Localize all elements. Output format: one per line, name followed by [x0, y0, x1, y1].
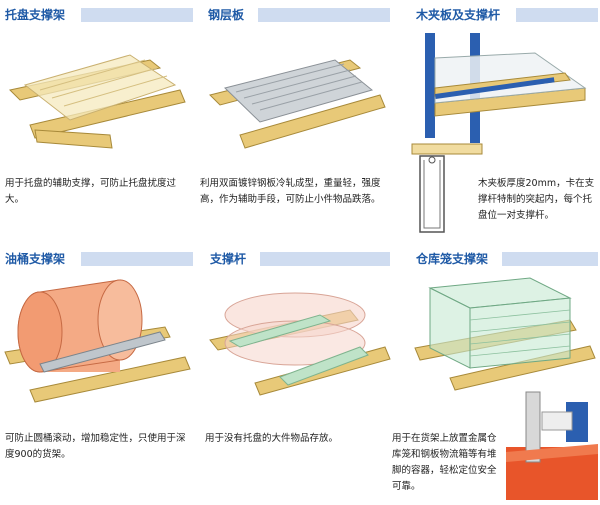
support-bar-illustration — [209, 292, 391, 396]
section-header-steel-shelf: 钢层板 — [208, 6, 393, 24]
section-desc: 可防止圆桶滚动，增加稳定性，只使用于深度900的货架。 — [5, 433, 186, 460]
drum-support-illustration — [4, 279, 191, 403]
header-bar — [516, 8, 598, 22]
header-bar — [260, 252, 390, 266]
section-desc: 木夹板厚度20mm，卡在支撑杆特制的突起内，每个托盘位一对支撑杆。 — [478, 178, 595, 221]
wood-board-illustration — [425, 33, 587, 143]
section-title: 木夹板及支撑杆 — [416, 8, 501, 22]
section-desc: 用于托盘的辅助支撑，可防止托盘扰度过大。 — [5, 178, 177, 205]
section-title: 钢层板 — [208, 8, 245, 22]
section-title: 托盘支撑架 — [5, 8, 66, 22]
steel-shelf-illustration — [209, 59, 386, 149]
section-title: 支撑杆 — [210, 252, 247, 266]
header-bar — [258, 8, 390, 22]
section-desc: 用于没有托盘的大件物品存放。 — [205, 433, 339, 444]
pallet-support-illustration — [8, 54, 186, 149]
header-bar — [81, 8, 193, 22]
cage-support-illustration — [414, 277, 596, 391]
section-header-wood-board: 木夹板及支撑杆 — [416, 6, 598, 24]
cage-foot-closeup — [506, 391, 598, 500]
section-desc: 用于在货架上放置金属仓库笼和钢板物流箱等有堆脚的容器，轻松定位安全可靠。 — [392, 433, 497, 492]
section-header-pallet-support: 托盘支撑架 — [5, 6, 193, 24]
section-header-cage-support: 仓库笼支撑架 — [416, 250, 598, 268]
header-bar — [81, 252, 193, 266]
section-header-support-bar: 支撑杆 — [210, 250, 393, 268]
section-desc: 利用双面镀锌钢板冷轧成型，重量轻，强度高，作为辅助手段，可防止小件物品跌落。 — [200, 178, 381, 205]
support-bar-profile — [411, 143, 483, 233]
section-title: 仓库笼支撑架 — [416, 252, 489, 266]
section-title: 油桶支撑架 — [5, 252, 66, 266]
section-header-drum-support: 油桶支撑架 — [5, 250, 193, 268]
header-bar — [502, 252, 598, 266]
